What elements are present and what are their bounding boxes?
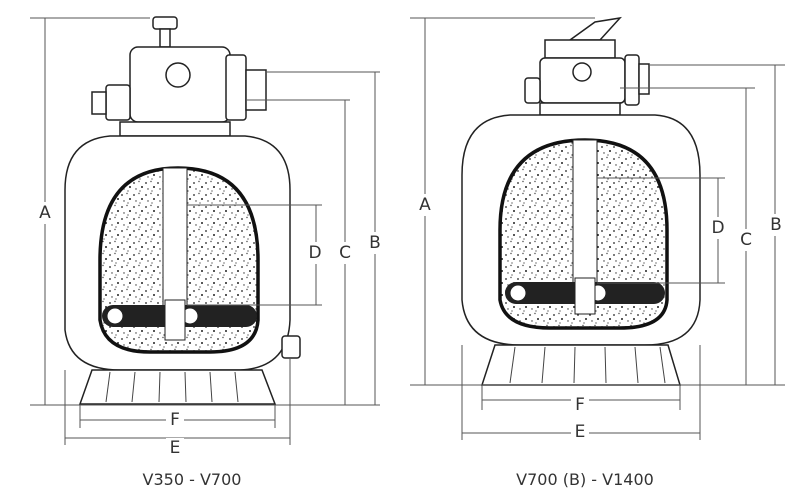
label-b: B: [369, 233, 381, 253]
base-stand: [78, 369, 277, 405]
model-caption: V350 - V700: [143, 470, 242, 489]
label-f: F: [170, 410, 180, 430]
label-d: D: [711, 218, 724, 238]
label-b: B: [770, 215, 782, 235]
center-pipe: [572, 139, 598, 286]
filter-large: A B C D F E V700 (B) - V1400: [410, 16, 786, 489]
valve-top: [524, 16, 650, 116]
model-caption: V700 (B) - V1400: [516, 470, 654, 489]
label-c: C: [339, 243, 351, 263]
label-d: D: [308, 243, 321, 263]
label-c: C: [740, 230, 752, 250]
filter-small: A B C D F E V350 - V700: [30, 16, 384, 489]
label-e: E: [575, 422, 586, 442]
base-stand: [480, 344, 682, 386]
center-pipe: [162, 167, 188, 309]
label-e: E: [170, 438, 181, 458]
label-a: A: [39, 203, 51, 223]
label-f: F: [575, 395, 585, 415]
valve-top: [91, 16, 267, 137]
label-a: A: [419, 195, 431, 215]
drain-plug: [281, 335, 301, 359]
